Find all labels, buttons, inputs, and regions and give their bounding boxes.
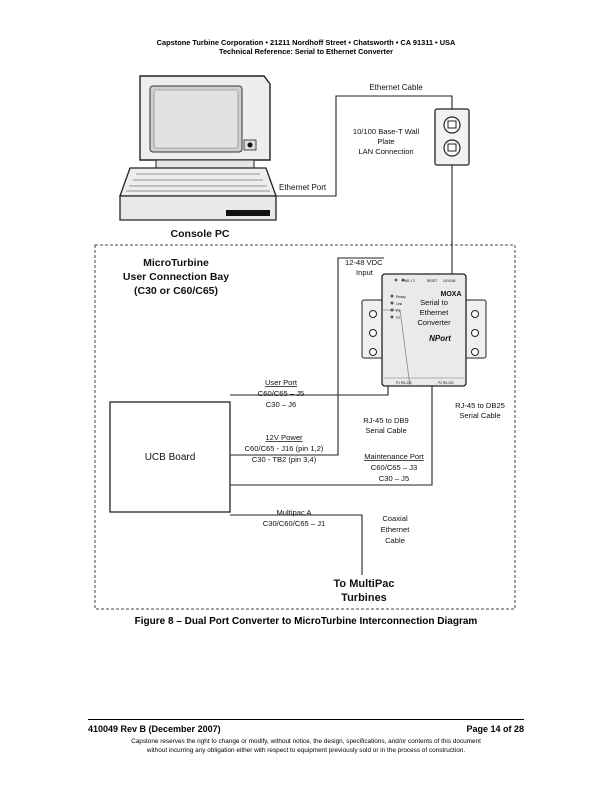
coax-label-3: Cable: [385, 536, 405, 545]
converter-label-2: Ethernet: [420, 308, 450, 317]
user-port-label-2: C60/C65 – J5: [258, 389, 304, 398]
maintenance-label-3: C30 – J5: [379, 474, 409, 483]
rj45-db9-label-2: Serial Cable: [365, 426, 406, 435]
user-port-label-3: C30 – J6: [266, 400, 296, 409]
led-link: Link: [396, 302, 403, 306]
converter-label-3: Converter: [417, 318, 451, 327]
footer-page-number: Page 14 of 28: [466, 724, 524, 734]
to-multipac-label-1: To MultiPac: [334, 578, 395, 590]
figure-caption: Figure 8 – Dual Port Converter to MicroT…: [134, 616, 478, 627]
user-port-label-1: User Port: [265, 378, 298, 387]
wall-plate-label-2: Plate: [377, 137, 394, 146]
wall-plate-icon: [434, 108, 470, 166]
vdc-label-2: Input: [356, 268, 374, 277]
bay-title-3: (C30 or C60/C65): [134, 285, 218, 297]
led-p2: P2: [396, 316, 400, 320]
interconnection-diagram: Ethernet Cable 10/100 Base-T Wall Plate …: [94, 75, 516, 610]
converter-label-1: Serial to: [420, 298, 448, 307]
power-label-2: C60/C65 - J16 (pin 1,2): [245, 444, 324, 453]
header-company: Capstone Turbine Corporation • 21211 Nor…: [156, 38, 456, 47]
led-ready: Ready: [396, 295, 406, 299]
port-label-2: P2 RS-232: [438, 381, 454, 385]
ucb-board-label: UCB Board: [145, 452, 196, 463]
bay-title-2: User Connection Bay: [123, 271, 229, 283]
bay-title-1: MicroTurbine: [143, 257, 209, 269]
footer-divider: [88, 719, 524, 720]
led-p1: P1: [396, 309, 400, 313]
user-connection-bay-boundary: [94, 244, 516, 610]
maintenance-label-1: Maintenance Port: [364, 452, 424, 461]
multipac-label-1: Multipac A: [276, 508, 312, 517]
footer-doc-rev: 410049 Rev B (December 2007): [88, 724, 221, 734]
power-label-1: 12V Power: [265, 433, 303, 442]
converter-tag-1: PWR 1 2: [402, 279, 415, 283]
rj45-db25-label-2: Serial Cable: [459, 411, 500, 420]
vdc-label-1: 12-48 VDC: [345, 258, 383, 267]
port-label-1: P1 RS-232: [396, 381, 412, 385]
footer-disclaimer-2: without incurring any obligation either …: [146, 747, 466, 754]
console-pc-icon: [119, 75, 277, 221]
multipac-label-2: C30/C60/C65 – J1: [263, 519, 325, 528]
ethernet-port-label: Ethernet Port: [279, 183, 327, 192]
wall-plate-label-3: LAN Connection: [358, 147, 413, 156]
moxa-converter: [361, 273, 487, 387]
converter-top-label-1: RESET: [427, 279, 438, 283]
moxa-brand: MOXA: [441, 291, 462, 298]
console-pc-label: Console PC: [171, 228, 230, 240]
footer-disclaimer-1: Capstone reserves the right to change or…: [131, 738, 481, 745]
ucb-board-box: [109, 401, 231, 513]
wall-plate-label-1: 10/100 Base-T Wall: [353, 127, 420, 136]
rj45-db9-label-1: RJ-45 to DB9: [363, 416, 409, 425]
converter-top-label-2: 10/100M: [443, 279, 456, 283]
ethernet-cable-label: Ethernet Cable: [369, 83, 423, 92]
rj45-db25-label-1: RJ-45 to DB25: [455, 401, 505, 410]
coax-label-2: Ethernet: [381, 525, 411, 534]
nport-logo: NPort: [429, 334, 451, 343]
maintenance-label-2: C60/C65 – J3: [371, 463, 417, 472]
to-multipac-label-2: Turbines: [341, 592, 387, 604]
header-doc-title: Technical Reference: Serial to Ethernet …: [218, 47, 393, 56]
power-label-3: C30 - TB2 (pin 3,4): [252, 455, 317, 464]
cables: [230, 95, 453, 575]
coax-label-1: Coaxial: [382, 514, 408, 523]
